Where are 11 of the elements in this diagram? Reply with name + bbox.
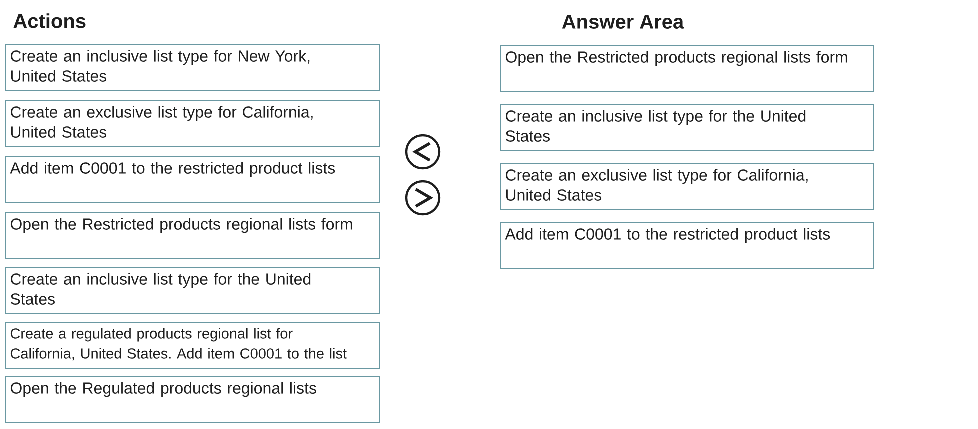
answer-box: Create an exclusive list type for California, United States	[500, 163, 874, 210]
answer-box: Create an inclusive list type for the United States	[500, 104, 874, 152]
answer-box: Add item C0001 to the restricted product lists	[500, 222, 874, 270]
answer-box: Open the Restricted products regional lists form	[500, 45, 874, 92]
action-box: Create an inclusive list type for New York, United States	[5, 44, 380, 92]
action-box: Create an exclusive list type for California, United States	[5, 100, 380, 148]
action-box: Open the Regulated products regional lists	[5, 376, 380, 424]
action-box: Create a regulated products regional list for California, United States. Add item C0001 to the list	[5, 322, 380, 370]
action-box: Open the Restricted products regional lists form	[5, 212, 380, 260]
action-box: Add item C0001 to the restricted product lists	[5, 156, 380, 204]
action-box: Create an inclusive list type for the United States	[5, 267, 380, 314]
